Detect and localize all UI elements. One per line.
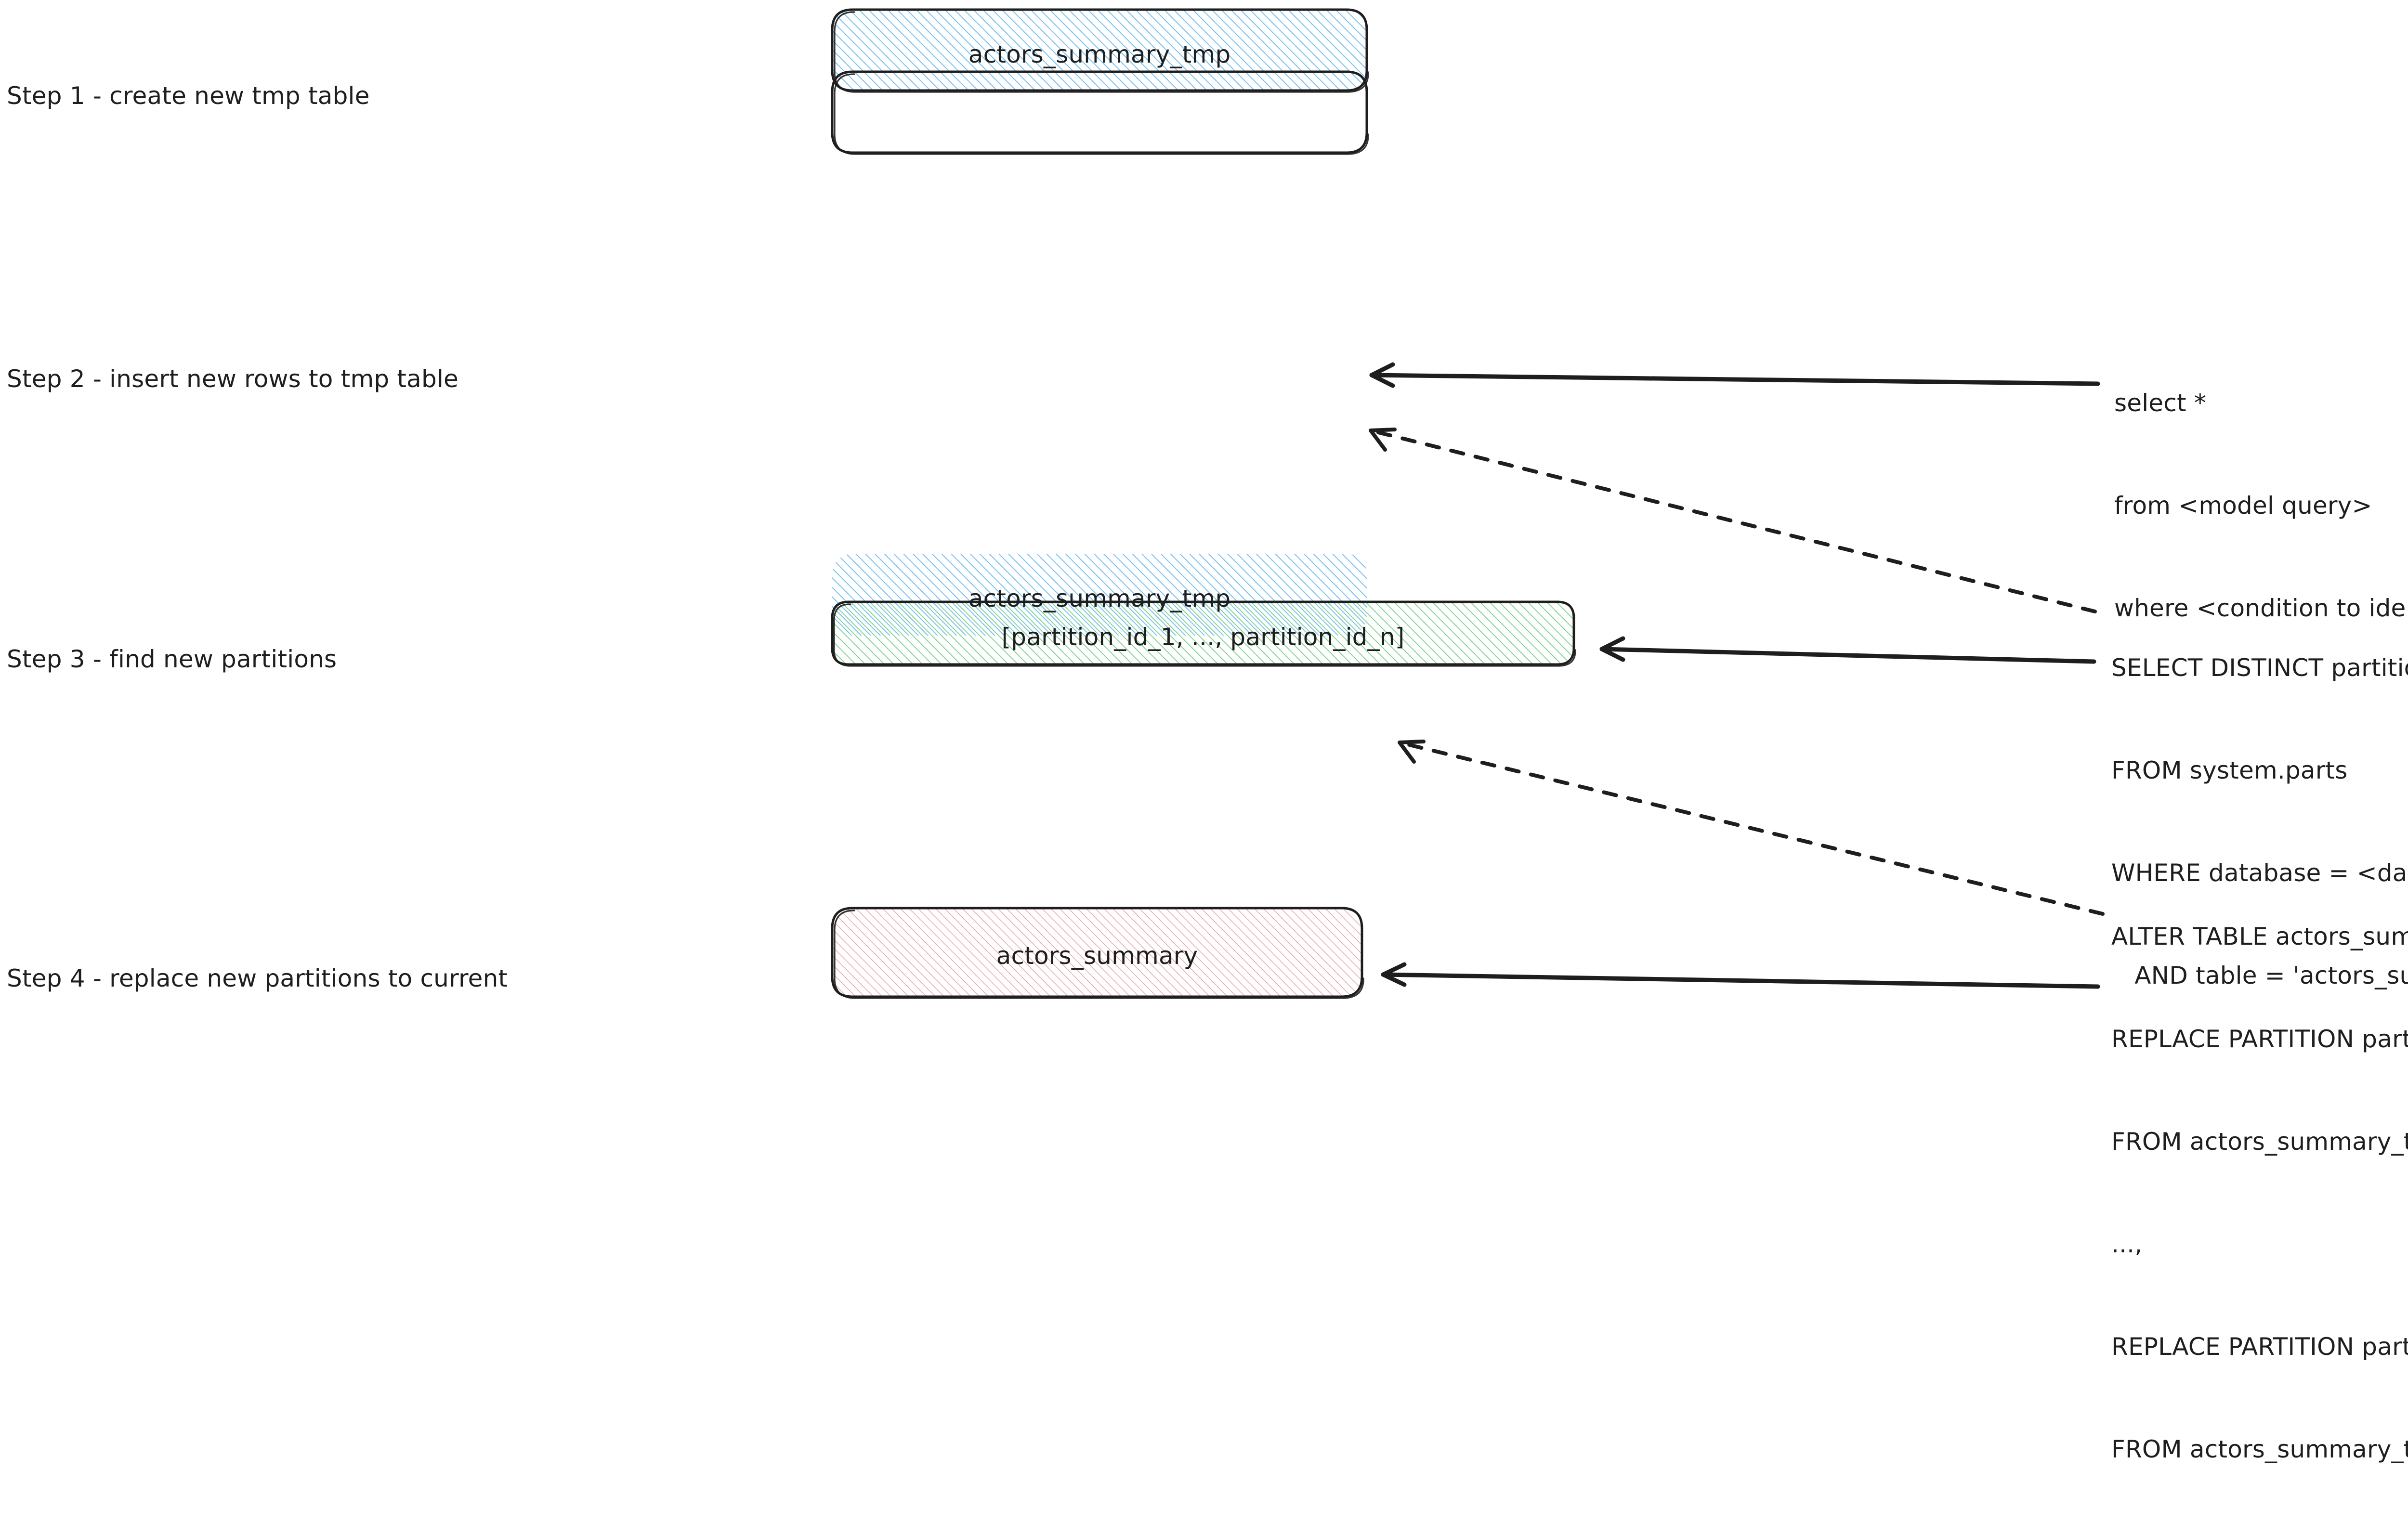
code-line: AND table = 'actors_summary_tmp' <box>2134 962 2408 989</box>
code-line: ..., <box>2111 1230 2143 1258</box>
node-label-tmp-2: actors_summary_tmp <box>968 585 1231 612</box>
diagram-canvas: Step 1 - create new tmp table Step 2 - i… <box>7 8 2408 1463</box>
node-label-tmp-1: actors_summary_tmp <box>968 40 1231 68</box>
code-block-step4: ALTER TABLE actors_summary REPLACE PARTI… <box>2111 851 2408 1535</box>
step-label-3: Step 3 - find new partitions <box>7 645 337 673</box>
code-line: ALTER TABLE actors_summary <box>2111 923 2408 950</box>
node-label-summary: actors_summary <box>996 942 1198 970</box>
node-tmp-2-shape <box>831 70 1369 636</box>
code-line: FROM actors_summary_tmp, <box>2111 1128 2408 1156</box>
arrow-sql3-to-partitions <box>1599 636 2096 664</box>
step-label-1: Step 1 - create new tmp table <box>7 82 370 110</box>
code-line: WHERE database = <database> <box>2111 859 2408 887</box>
code-line: select * <box>2114 389 2207 417</box>
code-block-step2: select * from <model query> where <condi… <box>2114 318 2408 694</box>
code-line: FROM system.parts <box>2111 756 2348 784</box>
code-line: from <model query> <box>2114 492 2372 520</box>
arrow-sql4-to-partitions <box>1398 740 2105 916</box>
node-label-partitions: [partition_id_1, ..., partition_id_n] <box>1001 623 1405 651</box>
code-line: FROM actors_summary_tmp, <box>2111 1435 2408 1463</box>
arrow-sql4-to-summary <box>1381 962 2100 989</box>
code-block-step3: SELECT DISTINCT partition_id FROM system… <box>2111 583 2408 1061</box>
arrow-sql2-to-tmp2 <box>1369 362 2100 388</box>
code-line: REPLACE PARTITION partition_id_n <box>2111 1333 2408 1361</box>
code-line: REPLACE PARTITION partition_id_1 <box>2111 1025 2408 1053</box>
step-label-2: Step 2 - insert new rows to tmp table <box>7 365 459 393</box>
arrow-sql3-to-tmp2 <box>1369 428 2097 613</box>
code-line: SELECT DISTINCT partition_id <box>2111 654 2408 682</box>
step-label-4: Step 4 - replace new partitions to curre… <box>7 964 508 992</box>
code-line: where <condition to identify new> <box>2114 594 2408 622</box>
